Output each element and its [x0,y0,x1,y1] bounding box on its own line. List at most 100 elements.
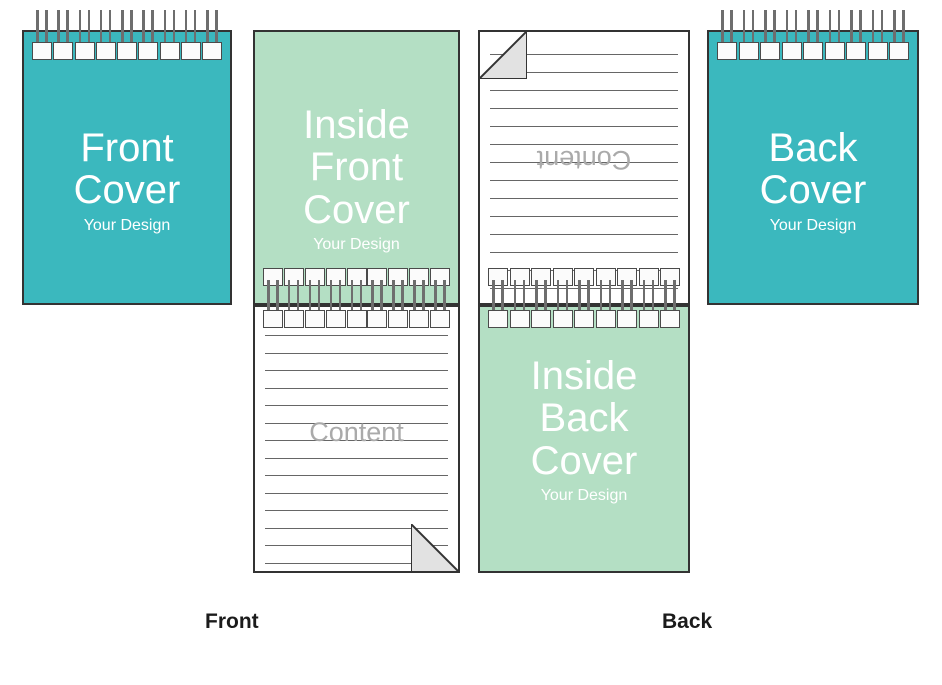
inside-front-cover-title-line3: Cover [303,187,410,232]
ring-wire [36,10,39,48]
rule-line [265,352,448,354]
ring-square [74,42,95,60]
binding-front-cover [22,10,232,60]
ring-wire [163,10,167,48]
ring-wire [392,280,395,316]
ring-wire [172,10,176,48]
panel-back-cover[interactable]: Back Cover Your Design [707,30,919,305]
back-cover-title-line2: Cover [759,168,867,213]
ring-wire [816,10,819,48]
ring-square [803,42,823,60]
spiral-ring [95,10,116,60]
ring-wire [380,280,383,316]
ring-wire [57,10,60,48]
ring-wire [130,10,133,48]
back-page-content-watermark: Content [536,145,632,175]
ring-wire [193,10,197,48]
ring-wire [296,280,300,316]
ring-square-lower [488,310,508,328]
ring-wire [142,10,145,48]
ring-wire [522,280,526,316]
ring-wire [359,280,363,316]
footer-label-front: Front [205,610,259,633]
panel-back-content-page[interactable]: Content [478,30,690,305]
ring-square-upper [430,268,450,286]
ring-wire [902,10,905,48]
ring-square-lower [304,310,325,328]
ring-square [117,42,137,60]
spiral-ring [574,268,594,328]
ring-square [889,42,909,60]
ring-square [824,42,845,60]
ring-wire [807,10,810,48]
ring-wire [859,10,862,48]
ring-square [760,42,780,60]
ring-square [95,42,116,60]
ring-wire [880,10,884,48]
front-cover-title-line1: Front [80,126,174,170]
ring-square-lower [638,310,659,328]
inside-front-cover-title-line2: Front [309,145,404,190]
spiral-ring [595,268,616,328]
spiral-ring [346,268,367,328]
ring-square-lower [367,310,388,328]
ring-square-upper [263,268,283,286]
ring-wire [893,10,896,48]
panel-inside-front-cover[interactable]: Inside Front Cover Your Design [253,30,460,305]
ring-wire [742,10,746,48]
spiral-ring [202,10,222,60]
rule-line [265,492,448,494]
ring-wire [871,10,875,48]
ring-square-upper [367,268,388,286]
panel-front-cover[interactable]: Front Cover Your Design [22,30,232,305]
ring-square-upper [574,268,594,286]
ring-wire [751,10,755,48]
ring-wire [850,10,853,48]
ring-wire [587,280,590,316]
ring-square-lower [325,310,346,328]
back-cover-subtitle: Your Design [769,216,857,234]
inside-front-cover-subtitle: Your Design [313,236,400,254]
ring-wire [642,280,646,316]
ring-wire [371,280,374,316]
inside-front-cover-title-line1: Inside [303,103,410,147]
ring-square-upper [509,268,530,286]
ring-square-lower [552,310,573,328]
ring-square-lower [263,310,283,328]
ring-wire [443,280,446,316]
spiral-ring [846,10,866,60]
ring-wire [78,10,82,48]
spiral-ring [509,268,530,328]
ring-square-upper [388,268,409,286]
ring-wire [535,280,538,316]
ring-square [846,42,866,60]
ring-wire [828,10,832,48]
rule-line [490,234,678,235]
binding-inside-back [478,268,690,328]
rule-line [490,198,678,199]
panel-front-content-page[interactable]: Content [253,305,460,573]
inside-front-cover-text-block: Inside Front Cover Your Design [255,104,458,254]
panel-inside-back-cover[interactable]: Inside Back Cover Your Design [478,305,690,573]
ring-square [717,42,737,60]
ring-square [867,42,888,60]
ring-wire [621,280,624,316]
spiral-ring [781,10,802,60]
ring-wire [773,10,776,48]
spiral-ring [760,10,780,60]
ring-square [738,42,759,60]
ring-square-upper [638,268,659,286]
spiral-ring [283,268,304,328]
ring-wire [837,10,841,48]
binding-inside-front [253,268,460,328]
spiral-ring [824,10,845,60]
spiral-ring [889,10,909,60]
inside-back-cover-title-line1: Inside [530,354,638,398]
ring-wire [215,10,218,48]
ring-square-upper [660,268,680,286]
ring-square [32,42,52,60]
ring-square-upper [531,268,551,286]
spiral-ring [32,10,52,60]
ring-wire [413,280,416,316]
ring-wire [276,280,279,316]
